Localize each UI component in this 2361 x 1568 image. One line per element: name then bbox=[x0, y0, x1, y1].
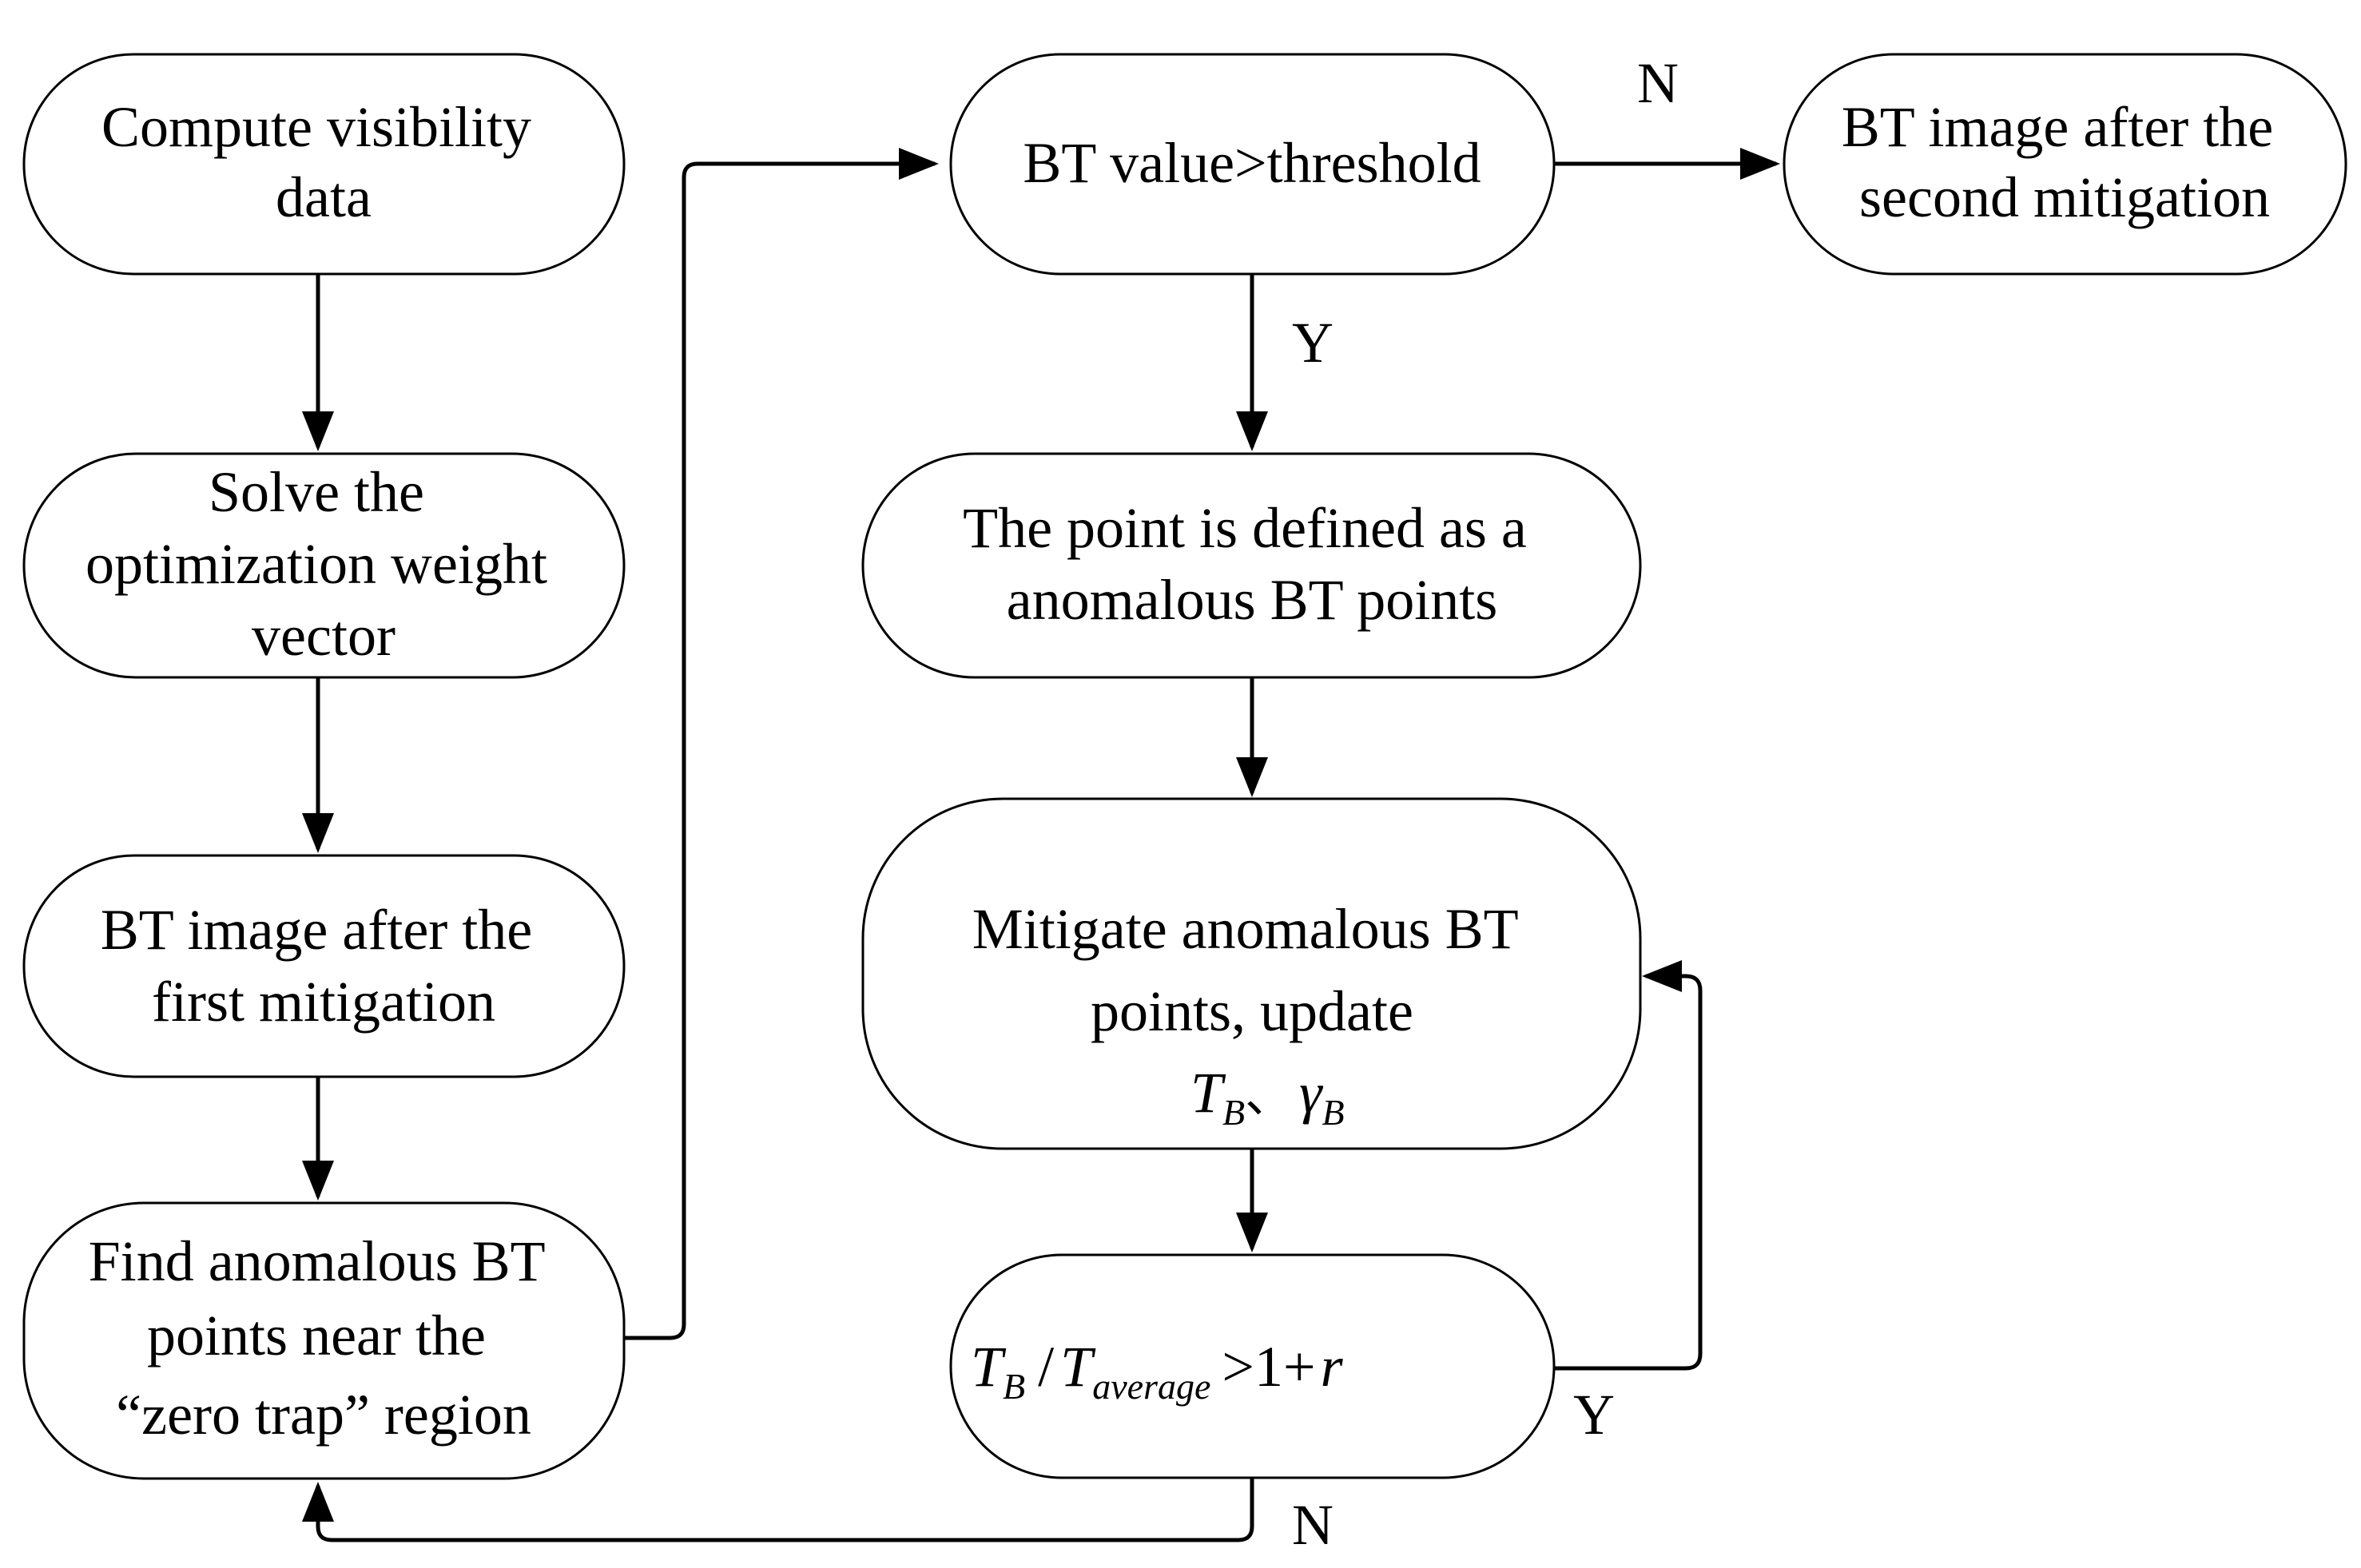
condition-no-label: N bbox=[1292, 1493, 1334, 1557]
cond-taverage-symbol: T bbox=[1060, 1335, 1096, 1399]
cond-r-symbol: r bbox=[1321, 1335, 1344, 1399]
node-compute-visibility: Compute visibility data bbox=[22, 53, 626, 276]
svg-text:Mitigate anomalous BT po: Mitigate anomalous BT points, update bbox=[972, 897, 1532, 1043]
node-second-mitigation: BT image after the second mitigation bbox=[1783, 53, 2347, 276]
node-mitigate-line-2: points, update bbox=[1091, 979, 1413, 1043]
node-solve-line-1: Solve the bbox=[209, 460, 424, 524]
cond-greater-one-plus: >1+ bbox=[1222, 1335, 1315, 1399]
node-first-mitigation: BT image after the first mitigation bbox=[22, 854, 626, 1078]
node-define-anomalous: The point is defined as a anomalous BT p… bbox=[861, 452, 1642, 679]
node-second-line-2: second mitigation bbox=[1859, 165, 2270, 229]
svg-text:Compute visibility data: Compute visibility data bbox=[101, 95, 546, 229]
node-define-line-2: anomalous BT points bbox=[1007, 568, 1498, 632]
svg-text:The point is defined as a: The point is defined as a anomalous BT p… bbox=[963, 496, 1541, 632]
decision-no-label: N bbox=[1637, 51, 1679, 115]
svg-text:BT image after the secon: BT image after the second mitigation bbox=[1842, 95, 2287, 229]
node-mitigate-update: Mitigate anomalous BT points, update TB、… bbox=[861, 797, 1642, 1150]
node-find-line-3: “zero trap” region bbox=[116, 1383, 531, 1447]
condition-formula: TB/Taverage>1+r bbox=[971, 1335, 1344, 1407]
cond-tb-subscript: B bbox=[1003, 1366, 1025, 1407]
cond-tb-symbol: T bbox=[971, 1335, 1007, 1399]
mitigate-formula: TB、γB bbox=[1190, 1061, 1345, 1133]
condition-yes-label: Y bbox=[1573, 1383, 1615, 1447]
node-compute-line-1: Compute visibility bbox=[101, 95, 531, 159]
node-mitigate-line-1: Mitigate anomalous BT bbox=[972, 897, 1518, 961]
svg-text:Solve the optimization w: Solve the optimization weight vector bbox=[85, 460, 562, 668]
formula-gamma-subscript: B bbox=[1322, 1092, 1345, 1133]
node-second-line-1: BT image after the bbox=[1842, 95, 2273, 159]
decision-yes-label: Y bbox=[1292, 311, 1334, 375]
node-define-line-1: The point is defined as a bbox=[963, 496, 1527, 560]
arrow-condition-loop-to-mitigate bbox=[1554, 960, 1703, 1371]
formula-separator: 、 bbox=[1245, 1070, 1293, 1122]
node-solve-line-3: vector bbox=[252, 604, 395, 668]
node-find-line-1: Find anomalous BT bbox=[89, 1229, 545, 1293]
svg-text:Find anomalous BT points: Find anomalous BT points near the “zero … bbox=[89, 1229, 559, 1447]
node-find-line-2: points near the bbox=[147, 1304, 486, 1368]
formula-tb-symbol: T bbox=[1190, 1061, 1226, 1125]
node-decision-threshold: BT value>threshold bbox=[949, 53, 1556, 276]
node-solve-weight-vector: Solve the optimization weight vector bbox=[22, 452, 626, 679]
cond-slash: / bbox=[1038, 1335, 1054, 1399]
formula-gamma-symbol: γ bbox=[1299, 1061, 1323, 1125]
arrow-condition-to-find bbox=[302, 1478, 1254, 1542]
node-first-line-1: BT image after the bbox=[101, 898, 532, 962]
node-condition-ratio: TB/Taverage>1+r bbox=[949, 1253, 1556, 1479]
edge-labels: N Y Y N bbox=[1292, 51, 1679, 1557]
node-compute-line-2: data bbox=[276, 165, 372, 229]
svg-text:BT image after the first: BT image after the first mitigation bbox=[101, 898, 547, 1034]
formula-tb-subscript: B bbox=[1222, 1092, 1245, 1133]
node-first-line-2: first mitigation bbox=[152, 970, 495, 1034]
arrow-find-to-decision bbox=[624, 148, 939, 1340]
svg-text:BT value>threshold: BT value>threshold bbox=[1023, 131, 1481, 195]
node-find-anomalous-points: Find anomalous BT points near the “zero … bbox=[22, 1201, 626, 1480]
node-decision-line-1: BT value>threshold bbox=[1023, 131, 1481, 195]
node-solve-line-2: optimization weight bbox=[85, 532, 547, 596]
cond-taverage-subscript: average bbox=[1092, 1366, 1210, 1407]
edges bbox=[302, 148, 1780, 1542]
